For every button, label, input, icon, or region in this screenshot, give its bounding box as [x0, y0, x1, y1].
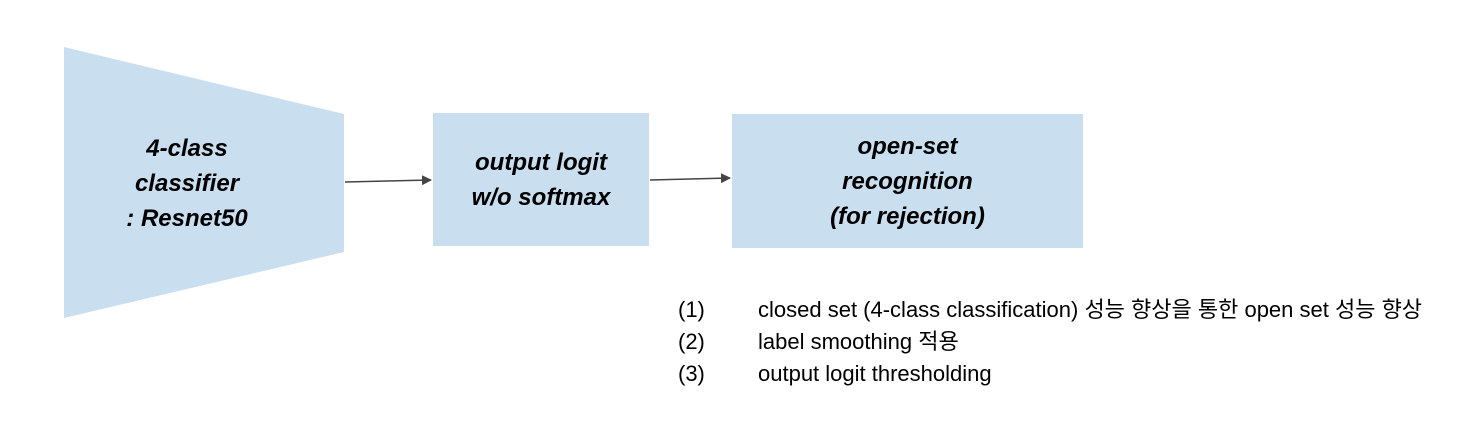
- logit-label: output logit w/o softmax: [433, 113, 649, 246]
- note-number: (1): [678, 297, 705, 322]
- logit-label-line: output logit: [475, 148, 607, 176]
- note-text: closed set (4-class classification) 성능 향…: [758, 297, 1423, 322]
- note-text: output logit thresholding: [758, 361, 992, 386]
- note-number: (3): [678, 361, 705, 386]
- notes-list: (1) closed set (4-class classification) …: [678, 294, 1458, 390]
- openset-label-line: recognition: [842, 167, 973, 195]
- note-item: (3) output logit thresholding: [678, 358, 1458, 390]
- note-item: (2) label smoothing 적용: [678, 326, 1458, 358]
- arrow-logit-to-openset: [649, 173, 731, 184]
- classifier-trapezoid: [64, 47, 344, 318]
- note-item: (1) closed set (4-class classification) …: [678, 294, 1458, 326]
- arrow-classifier-to-logit: [344, 175, 432, 186]
- logit-box: [433, 113, 649, 246]
- openset-box: [732, 114, 1083, 248]
- openset-label-line: open-set: [857, 132, 958, 160]
- classifier-label-line: 4-class: [146, 134, 228, 162]
- openset-label-line: (for rejection): [830, 202, 985, 230]
- note-number: (2): [678, 329, 705, 354]
- classifier-label: 4-class classifier : Resnet50: [64, 114, 310, 252]
- openset-label: open-set recognition (for rejection): [732, 114, 1083, 248]
- logit-label-line: w/o softmax: [471, 183, 611, 211]
- note-text: label smoothing 적용: [758, 329, 959, 354]
- classifier-label-line: : Resnet50: [126, 204, 248, 232]
- classifier-label-line: classifier: [134, 169, 240, 197]
